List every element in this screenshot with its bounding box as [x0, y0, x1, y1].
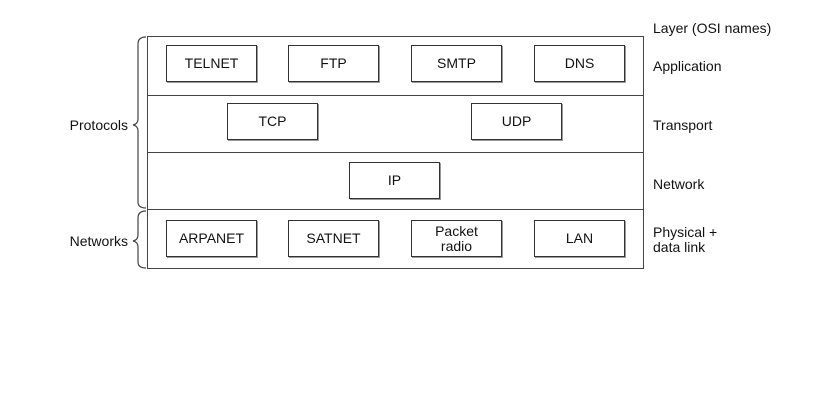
transport-layer-label: Transport	[653, 117, 713, 133]
udp-box: UDP	[471, 103, 562, 140]
layer-column-title: Layer (OSI names)	[653, 20, 772, 36]
satnet-box: SATNET	[288, 220, 379, 257]
protocols-brace-icon	[132, 36, 147, 209]
ftp-box: FTP	[288, 45, 379, 82]
arpanet-box: ARPANET	[166, 220, 257, 257]
telnet-box: TELNET	[166, 45, 257, 82]
ip-box: IP	[349, 162, 440, 199]
dns-box: DNS	[534, 45, 625, 82]
lan-box: LAN	[534, 220, 625, 257]
tcp-box: TCP	[227, 103, 318, 140]
physical-layer-label: Physical + data link	[653, 224, 718, 255]
application-layer-label: Application	[653, 58, 722, 74]
packet-radio-box: Packet radio	[411, 220, 502, 257]
protocols-group-label: Protocols	[69, 117, 128, 133]
networks-group-label: Networks	[69, 233, 128, 249]
network-layer-label: Network	[653, 176, 705, 192]
networks-brace-icon	[132, 210, 147, 269]
smtp-box: SMTP	[411, 45, 502, 82]
